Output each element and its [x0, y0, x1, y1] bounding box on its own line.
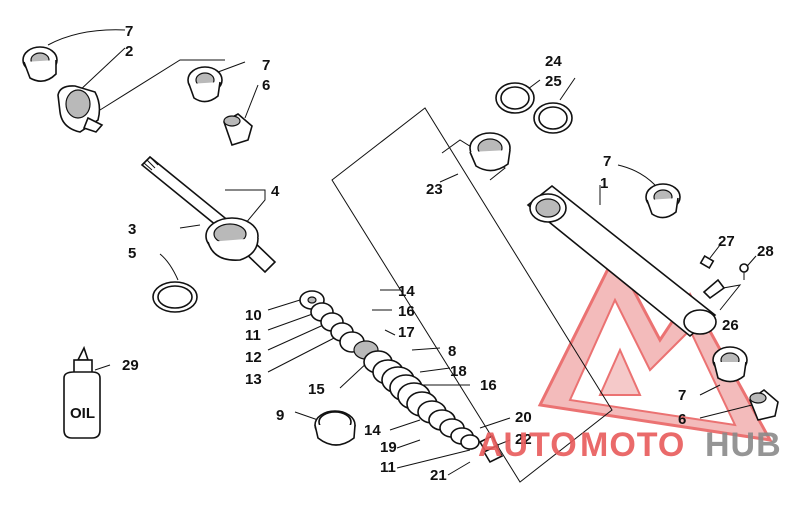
shim-stack: [299, 290, 504, 464]
callout-15: 15: [308, 381, 325, 398]
bushing-7-upper-mid: [187, 66, 223, 103]
callout-7: 7: [678, 387, 686, 404]
callout-25: 25: [545, 73, 562, 90]
cap-23: [469, 132, 511, 172]
callout-20: 20: [515, 409, 532, 426]
sleeve-6-upper: [223, 113, 253, 146]
callout-7: 7: [262, 57, 270, 74]
body-1: [526, 184, 717, 338]
callout-14: 14: [364, 422, 381, 439]
bushing-7-right-lower: [712, 346, 748, 383]
callout-6: 6: [678, 411, 686, 428]
watermark-hub: HUB: [705, 426, 782, 464]
oil-bottle-29: OIL: [63, 345, 101, 439]
callout-21: 21: [430, 467, 447, 484]
sleeve-6-lower: [749, 388, 779, 421]
callout-7: 7: [603, 153, 611, 170]
callout-8: 8: [448, 343, 456, 360]
watermark-logo: [537, 251, 773, 442]
fitting-26: [702, 278, 726, 300]
piston-4: [205, 217, 259, 261]
callout-23: 23: [426, 181, 443, 198]
callout-1: 1: [600, 175, 608, 192]
callout-11: 11: [245, 327, 261, 344]
oil-label: OIL: [70, 405, 95, 422]
shaft-3: [140, 155, 277, 274]
o-ring-25: [533, 102, 573, 134]
callout-29: 29: [122, 357, 139, 374]
callout-14: 14: [398, 283, 415, 300]
bushing-7-right-upper: [645, 183, 681, 219]
bushing-9: [314, 410, 356, 446]
callout-7: 7: [125, 23, 133, 40]
valve-27: [699, 254, 715, 270]
callout-6: 6: [262, 77, 270, 94]
callout-24: 24: [545, 53, 562, 70]
callout-16: 16: [480, 377, 497, 394]
watermark-moto: MOTO: [580, 426, 685, 464]
screw-28: [739, 263, 749, 280]
callout-10: 10: [245, 307, 262, 324]
callout-11: 11: [380, 459, 396, 476]
o-ring-5: [152, 281, 198, 313]
callout-22: 22: [515, 431, 532, 448]
callout-3: 3: [128, 221, 136, 238]
callout-4: 4: [271, 183, 280, 200]
callout-12: 12: [245, 349, 262, 366]
callout-27: 27: [718, 233, 735, 250]
callout-5: 5: [128, 245, 136, 262]
callout-26: 26: [722, 317, 739, 334]
callout-16: 16: [398, 303, 415, 320]
o-ring-24: [495, 82, 535, 114]
callout-2: 2: [125, 43, 133, 60]
watermark-auto: AUTO: [478, 426, 578, 464]
callout-19: 19: [380, 439, 397, 456]
callout-labels: 7 2 7 6 4 3 5 29 10 11 12 13 14 16 17 8 …: [122, 23, 774, 484]
callout-28: 28: [757, 243, 774, 260]
leader-lines: [47, 29, 757, 483]
callout-17: 17: [398, 324, 415, 341]
callout-18: 18: [450, 363, 467, 380]
watermark-text: AUTO MOTO HUB: [478, 426, 782, 464]
callout-9: 9: [276, 407, 284, 424]
callout-13: 13: [245, 371, 262, 388]
eyelet-2: [57, 85, 104, 133]
bushing-7-upper-left: [22, 46, 58, 82]
